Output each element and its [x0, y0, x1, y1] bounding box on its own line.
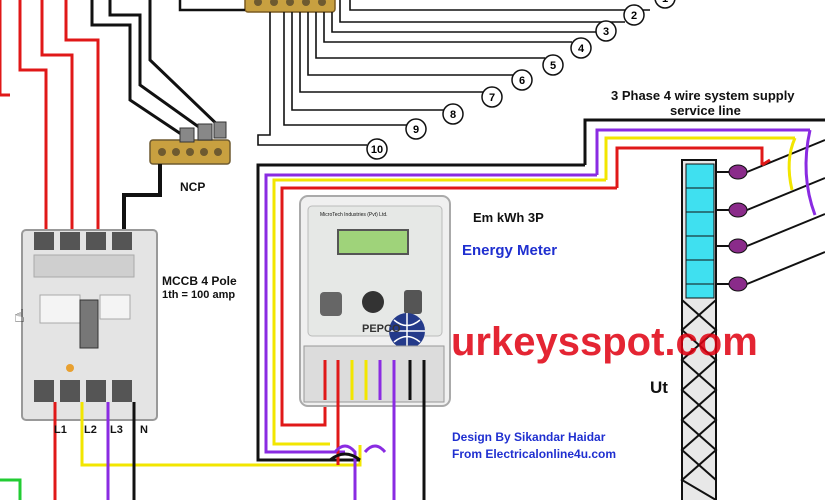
circuit-number-9: 9 — [413, 124, 419, 136]
circuit-number-8: 8 — [450, 109, 456, 121]
circuit-number-6: 6 — [519, 75, 525, 87]
mccb-output-wires — [0, 402, 362, 500]
mccb-breaker — [21, 229, 158, 421]
circuit-number-2: 2 — [631, 10, 637, 22]
circuit-badge-5 — [542, 54, 564, 76]
circuit-badge-8 — [442, 103, 464, 125]
circuit-badge-3 — [595, 20, 617, 42]
ncp-block — [149, 121, 231, 165]
terminal-label-l1: L1 — [54, 424, 67, 436]
diagram-title: 3 Phase 4 wire system supply — [611, 88, 795, 103]
credit-line-1: Design By Sikandar Haidar — [452, 430, 606, 444]
terminal-label-l2: L2 — [84, 424, 97, 436]
mccb-label-line1: MCCB 4 Pole — [162, 274, 237, 288]
pole-insulators — [716, 164, 748, 292]
terminal-label-l3: L3 — [110, 424, 123, 436]
circuit-number-5: 5 — [550, 60, 556, 72]
circuit-badge-7 — [481, 86, 503, 108]
circuit-number-3: 3 — [603, 26, 609, 38]
circuit-number-4: 4 — [578, 43, 585, 55]
overhead-lines — [746, 129, 825, 285]
meter-terminals — [323, 360, 426, 400]
credit-line-2: From Electricalonline4u.com — [452, 447, 617, 461]
mccb-label-line2: 1th = 100 amp — [162, 289, 236, 301]
hand-cursor-icon: ☝ — [14, 306, 25, 326]
terminal-label-n: N — [140, 424, 148, 436]
circuit-number-1: 1 — [662, 0, 668, 5]
ncp-label: NCP — [180, 180, 206, 194]
meter-brand-text: PEPCO — [362, 323, 401, 335]
meter-model-label: Em kWh 3P — [473, 210, 544, 225]
circuit-badge-2 — [623, 4, 645, 26]
watermark-text: urkeysspot.com — [451, 320, 758, 364]
circuit-badge-10 — [366, 138, 388, 160]
diagram-subtitle: service line — [670, 103, 741, 118]
pole-label: Ut — [650, 378, 668, 397]
circuit-badge-4 — [570, 37, 592, 59]
circuit-badge-6 — [511, 69, 533, 91]
meter-maker-text: MicroTech Industries (Pvt) Ltd. — [320, 212, 388, 218]
utility-pole — [680, 159, 718, 500]
neutral-bus-bar-top — [244, 0, 336, 13]
meter-output-wires — [329, 400, 426, 500]
energy-meter-label: Energy Meter — [462, 242, 558, 259]
circuit-wires — [257, 0, 650, 146]
circuit-number-badges: 1 2 3 4 5 6 7 8 9 10 — [366, 0, 676, 160]
circuit-badge-1 — [654, 0, 676, 9]
energy-meter — [299, 195, 451, 407]
service-line-wires — [256, 118, 825, 462]
circuit-badge-9 — [405, 118, 427, 140]
mccb-input-wires — [0, 0, 227, 235]
circuit-number-7: 7 — [489, 92, 495, 104]
circuit-number-10: 10 — [371, 144, 383, 156]
